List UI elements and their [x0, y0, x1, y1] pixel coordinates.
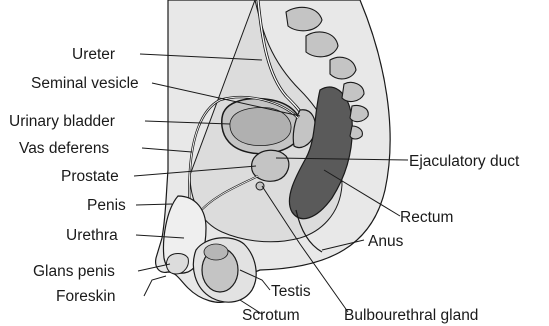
label-vas-deferens: Vas deferens — [19, 140, 109, 157]
foreskin-leader — [144, 276, 166, 296]
label-urinary-bladder: Urinary bladder — [9, 113, 115, 130]
label-glans-penis: Glans penis — [33, 263, 115, 280]
label-prostate: Prostate — [61, 168, 119, 185]
label-seminal-vesicle: Seminal vesicle — [31, 75, 139, 92]
label-scrotum: Scrotum — [242, 307, 300, 324]
label-anus: Anus — [368, 233, 404, 250]
bulbourethral-gland — [256, 182, 264, 190]
label-ejaculatory-duct: Ejaculatory duct — [409, 153, 520, 170]
label-testis: Testis — [271, 283, 311, 300]
label-ureter: Ureter — [72, 46, 115, 63]
label-penis: Penis — [87, 197, 126, 214]
label-urethra: Urethra — [66, 227, 118, 244]
label-foreskin: Foreskin — [56, 288, 115, 305]
label-bulbourethral-gland: Bulbourethral gland — [344, 307, 478, 324]
label-rectum: Rectum — [400, 209, 453, 226]
